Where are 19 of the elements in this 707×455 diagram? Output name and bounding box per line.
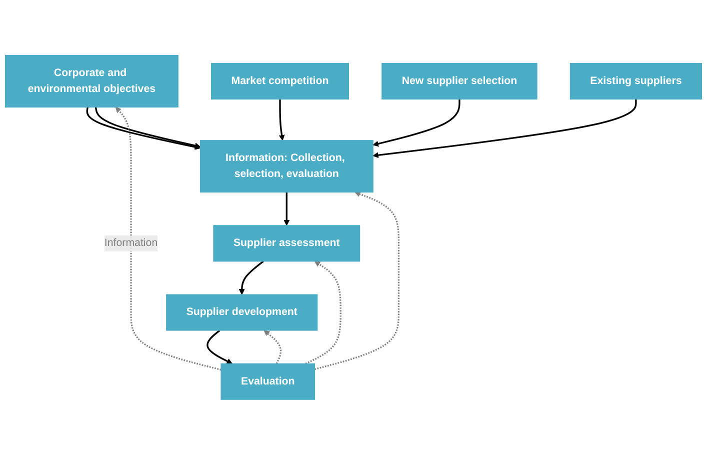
node-box: New supplier selection <box>382 63 538 100</box>
arrow <box>206 330 232 364</box>
arrow <box>314 191 400 370</box>
edge-label: Information <box>104 237 158 249</box>
arrow <box>372 99 460 147</box>
node-box: Corporate and environmental objectives <box>4 55 178 108</box>
node-box: Evaluation <box>220 363 316 400</box>
arrow <box>115 106 222 371</box>
arrow <box>264 330 282 364</box>
node-box: Market competition <box>211 63 349 100</box>
arrow <box>305 261 342 364</box>
node-box: Supplier assessment <box>213 225 360 262</box>
arrow <box>278 99 285 141</box>
node-box: Supplier development <box>166 294 318 331</box>
arrow <box>238 260 264 295</box>
arrow <box>372 99 637 158</box>
arrow <box>284 192 290 226</box>
node-box: Information: Collection, selection, evaluation <box>200 140 374 193</box>
node-box: Existing suppliers <box>570 63 702 100</box>
